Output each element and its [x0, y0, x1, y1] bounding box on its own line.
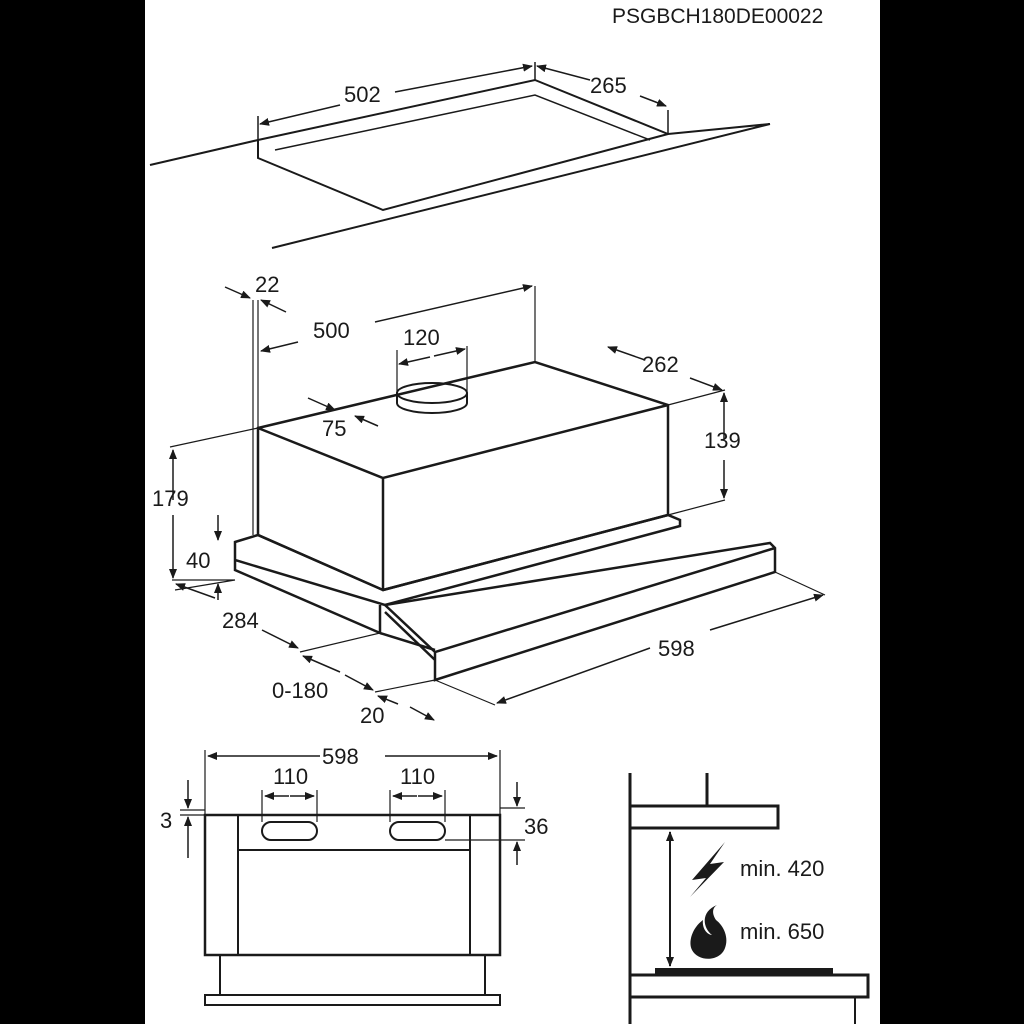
dim-arrow	[394, 63, 533, 93]
dim-visor-depth: 20	[360, 703, 384, 728]
dim-arrow	[259, 104, 341, 126]
dim-arrow	[260, 341, 299, 353]
electric-icon	[690, 842, 725, 897]
hood-isometric-view: 22 500 120 75 262 139 179 40 284 0-180 2…	[152, 272, 826, 728]
dim-arrow	[261, 629, 299, 649]
dim-arrow	[709, 593, 824, 631]
dim-total-height: 179	[152, 486, 189, 511]
gas-flame-icon	[690, 905, 727, 959]
worktop	[628, 973, 870, 999]
dim-arrow	[374, 284, 533, 323]
front-width: 598	[322, 744, 359, 769]
dim-arrow	[344, 674, 374, 691]
front-slot-left: 110	[273, 764, 308, 789]
dim-arrow	[307, 397, 336, 411]
dim-arrow	[224, 286, 251, 299]
dim-arrow	[536, 64, 591, 81]
dim-width: 500	[313, 318, 350, 343]
dim-arrow	[377, 695, 399, 705]
dim-arrow	[433, 347, 466, 357]
dim-outlet-diameter: 120	[403, 325, 440, 350]
dim-wall-gap: 22	[255, 272, 279, 297]
dim-body-height: 139	[704, 428, 741, 453]
front-slot-right: 110	[400, 764, 435, 789]
clearance-view: min. 420 min. 650	[628, 773, 870, 1024]
drawing-code: PSGBCH180DE00022	[612, 5, 823, 28]
dim-arrow	[175, 583, 216, 599]
hood-shelf	[628, 804, 780, 830]
cutout-depth: 265	[590, 73, 627, 98]
hob-plate	[655, 968, 833, 975]
cutout-width: 502	[344, 82, 381, 107]
dim-rail-height: 40	[186, 548, 210, 573]
front-view: 598 110 110 3 36	[160, 744, 548, 1006]
dim-outlet-offset: 75	[322, 416, 346, 441]
dim-arrow	[639, 95, 667, 107]
min-clearance-gas: min. 650	[740, 919, 824, 944]
dim-visor-extension: 0-180	[272, 678, 328, 703]
dim-arrow	[496, 647, 651, 704]
dim-arrow	[689, 377, 723, 391]
dim-arrow	[260, 299, 287, 313]
dim-arrow	[398, 356, 431, 366]
front-slot-height: 36	[524, 814, 548, 839]
dim-arrow	[354, 415, 379, 427]
front-top-gap: 3	[160, 808, 172, 833]
dim-visor-width: 598	[658, 636, 695, 661]
dim-arrow	[607, 346, 646, 361]
dim-arrow	[302, 655, 341, 673]
dim-depth: 262	[642, 352, 679, 377]
dim-body-depth: 284	[222, 608, 259, 633]
dim-arrow	[409, 706, 435, 721]
drawing-sheet	[145, 0, 880, 1024]
cutout-view: 502 265	[149, 62, 771, 249]
slot-right	[389, 821, 446, 841]
min-clearance-electric: min. 420	[740, 856, 824, 881]
slot-left	[261, 821, 318, 841]
